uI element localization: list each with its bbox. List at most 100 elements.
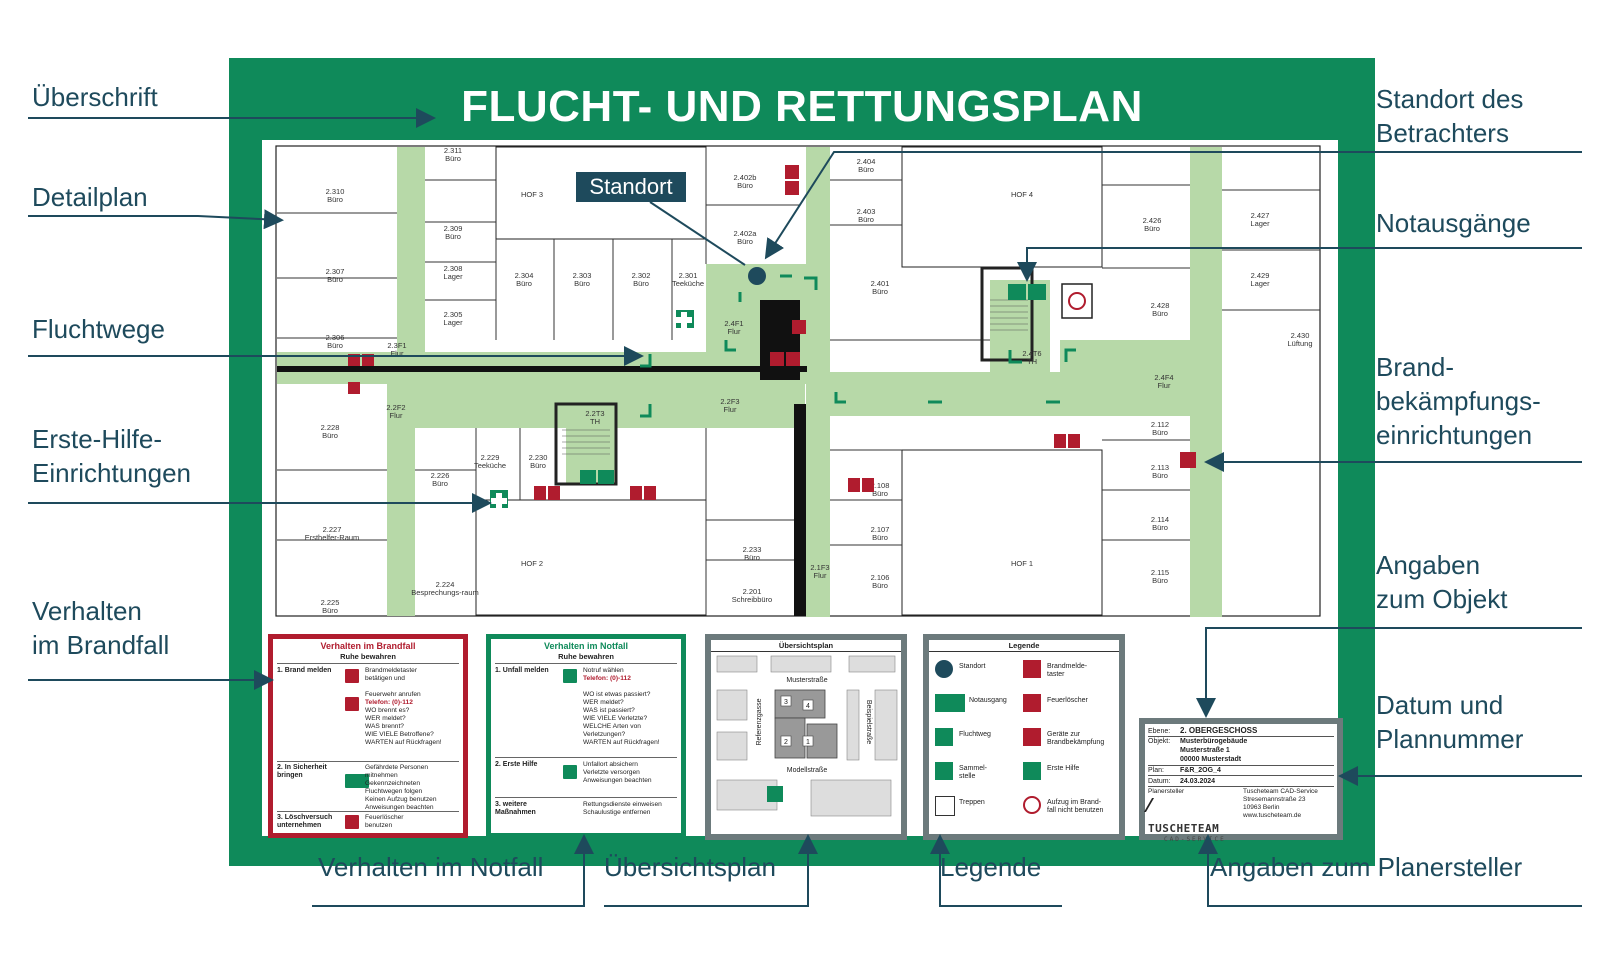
fluchtweg-arrow-icon [1008,350,1022,364]
callout-notausgaenge: Notausgänge [1376,208,1531,238]
callout-brandfall: Verhalten im Brandfall [32,596,170,660]
leader-planersteller [1198,834,1582,907]
callout-fluchtwege: Fluchtwege [32,314,165,344]
leader-objekt [1196,627,1582,718]
courtyards [475,146,1103,616]
feuerloescher-icon [548,486,560,500]
legend-label: Notausgang [969,697,1007,704]
treppen-icon [935,796,955,816]
panel-row-line: Brandmeldetaster [365,667,418,674]
feuerloescher-icon [348,382,360,394]
panel-row-line: WIE VIELE Verletzte? [583,715,648,722]
panel-row-line: WO brennt es? [365,707,410,714]
notausgang-icon [345,774,369,788]
panel-row-line: Verletzungen? [583,731,626,738]
leader-uebersichtsplan [604,834,818,907]
leader-detailplan [28,209,284,230]
brandmeldetaster-icon [1054,434,1066,448]
panel-subtitle: Ruhe bewahren [340,652,396,661]
street-label: Musterstraße [786,677,827,684]
leader-standort [764,151,1582,260]
notausgang-icon [935,694,965,712]
street-label: Referenzgasse [756,698,763,745]
room-dividers [277,147,1320,615]
fluchtweg-arrow-icon [640,354,652,368]
panel-row-line: Feuerwehr anrufen [365,691,421,698]
leader-legende [930,834,1062,907]
svg-text:2: 2 [784,739,788,746]
legend-label: Aufzug im Brand- fall nicht benutzen [1047,799,1104,814]
panel-title: Verhalten im Notfall [543,641,629,651]
panel-objekt: Ebene:2. OBERGESCHOSS Objekt:Musterbürog… [1139,718,1343,843]
panel-row-line: WER meldet? [365,715,406,722]
erste-hilfe-icon [1023,762,1041,780]
legend-label: Brandmelde- taster [1047,663,1088,678]
brandmeldetaster-icon [534,486,546,500]
panel-row-line: Unfallort absichern [583,761,638,768]
leader-notausgaenge [1017,247,1582,282]
escape-routes [277,147,1222,617]
room-number: 2.311 [444,146,462,155]
panel-verhalten-brandfall: Verhalten im Brandfall Ruhe bewahren 1. … [268,634,468,838]
street-label: Modellstraße [787,767,828,774]
panel-row-line: Notruf wählen [583,667,624,674]
standort-icon [935,660,953,678]
ebene-row: Ebene:2. OBERGESCHOSS [1148,726,1334,737]
street-label: Beispielstraße [865,700,872,744]
svg-text:4: 4 [806,703,810,710]
panel-row-line: Verletzte versorgen [583,769,640,776]
panel-row-line: Gefährdete Personen [365,764,429,771]
brandbekaempfung-icon [1180,452,1196,468]
standort-label: Standort [576,172,746,266]
telefon-icon [345,697,359,711]
feuerloescher-icon [1023,694,1041,712]
tuscheteam-logo: TUSCHETEAM CAD-SERVICE [1143,798,1236,843]
panel-title: Verhalten im Brandfall [320,641,416,651]
panel-row-line: WELCHE Arten von [583,723,641,730]
panel-row-line: Feuerlöscher [365,814,404,821]
feuerloescher-icon [1068,434,1080,448]
notausgang-icon [1008,284,1026,300]
svg-text:Standort: Standort [589,174,672,199]
elevator-forbidden [1061,283,1093,319]
callout-standort: Standort des Betrachters [1376,84,1524,148]
fluchtweg-arrow-icon [834,392,846,404]
panel-row-line: Schaulustige entfernen [583,809,651,816]
panel-row-line: Telefon: (0)-112 [583,675,631,682]
panel-row-line: Anweisungen beachten [583,777,652,784]
courtyard-labels: HOF 3 HOF 4 HOF 2 HOF 1 [521,190,1033,568]
feuerloescher-icon [862,478,874,492]
callout-erste-hilfe: Erste-Hilfe- Einrichtungen [32,424,191,488]
fire-equipment [348,165,1196,500]
brandmeldetaster-icon [345,669,359,683]
legend-label: Fluchtweg [959,731,991,738]
